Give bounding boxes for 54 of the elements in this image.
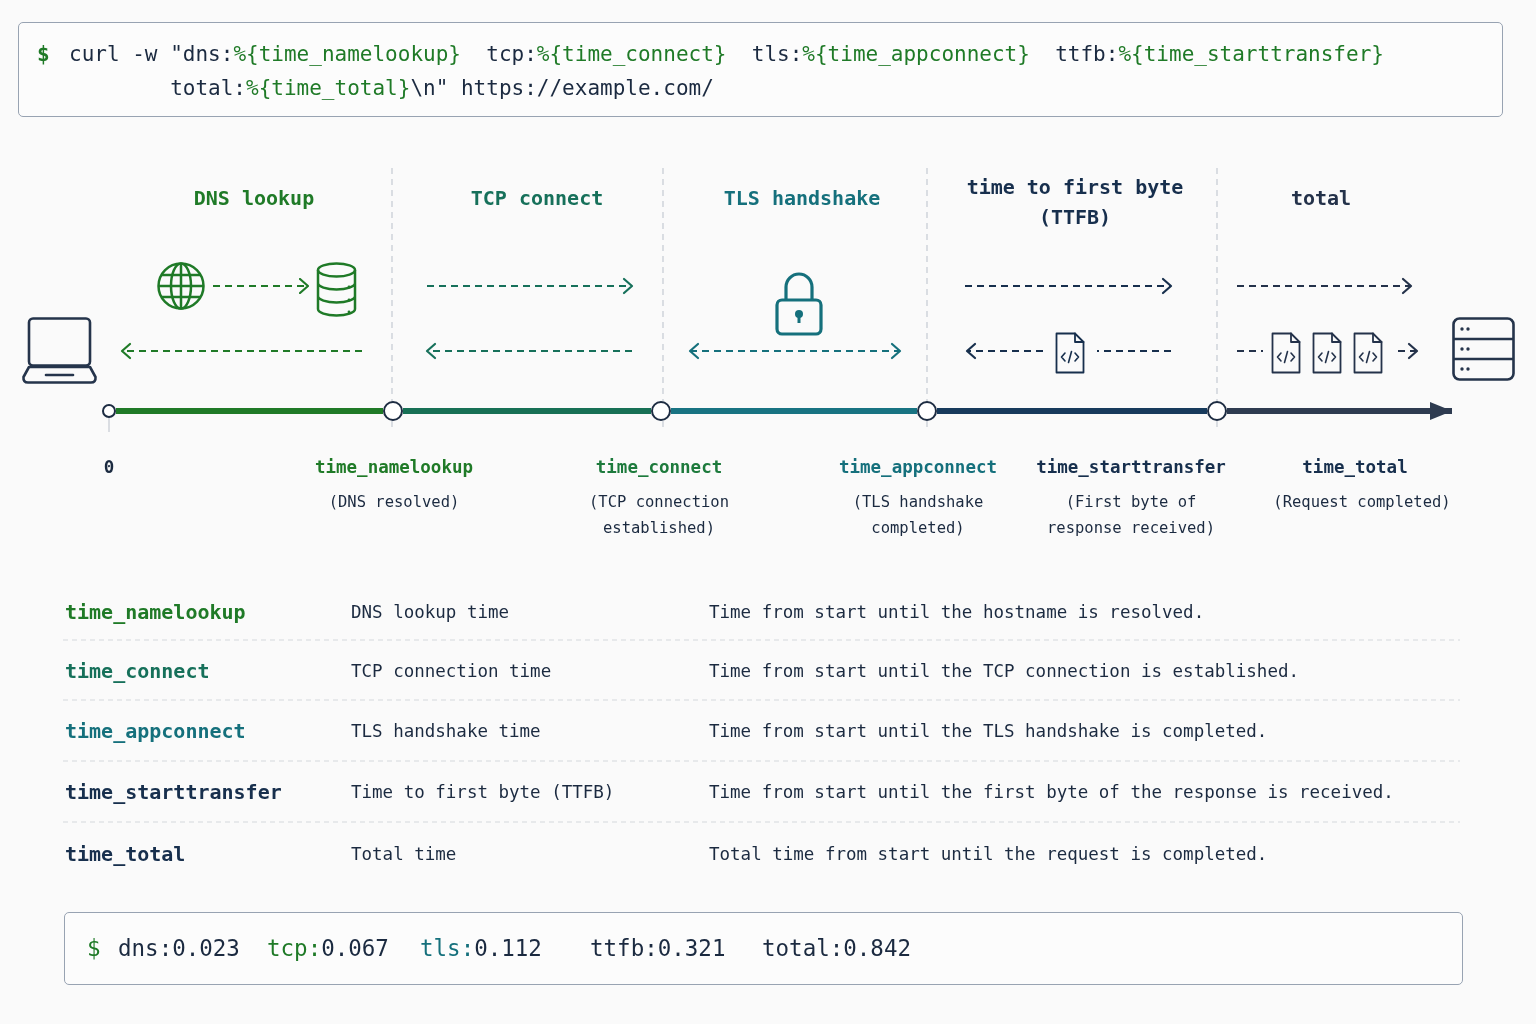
prompt-symbol: $ [87,934,101,963]
metric-name: DNS lookup time [351,601,510,624]
prompt-symbol: $ [37,41,50,68]
metric-name: Total time [351,843,457,866]
arrow [213,277,310,295]
variable-name: time_starttransfer [65,779,282,805]
timeline-marker [102,404,116,418]
database-icon [316,262,357,317]
metric-name: Time to first byte (TTFB) [351,781,615,804]
milestone-note: (Request completed) [1273,492,1451,513]
command-text: curl -w "dns:%{time_namelookup} tcp:%{time_connect} tls:%{time_appconnect} ttfb:%{time_starttransfer} total:%{time_total}\n" https://example.com/ [69,41,1385,102]
timing-value: tls:0.112 [420,934,542,963]
globe-icon [157,261,205,311]
metric-name: TCP connection time [351,660,552,683]
timeline-segment [671,408,917,414]
milestone-note: (DNS resolved) [328,492,460,513]
variable-name: time_namelookup [65,599,246,625]
variable-name: time_appconnect [65,718,246,744]
timeline-segment [937,408,1207,414]
phase-heading: time to first byte (TTFB) [965,174,1185,231]
milestone-label: 0 [103,456,115,478]
timing-value: dns:0.023 [118,934,240,963]
output-panel [64,912,1463,985]
milestone-label: time_connect [595,456,723,478]
milestone-note: (First byte of response received) [1046,492,1216,539]
variable-name: time_connect [65,658,210,684]
server-icon [1452,317,1515,381]
timing-value: tcp:0.067 [267,934,389,963]
metric-description: Time from start until the TCP connection is established. [709,660,1299,683]
timing-value: ttfb:0.321 [590,934,726,963]
milestone-label: time_total [1302,456,1408,478]
milestone-note: (TCP connection established) [588,492,730,539]
timeline-marker [917,401,937,421]
milestone-label: time_starttransfer [1036,456,1226,478]
command-panel [18,22,1503,117]
metric-description: Time from start until the hostname is resolved. [709,601,1205,624]
phase-heading: TCP connect [470,185,604,212]
variable-name: time_total [65,841,186,867]
metric-name: TLS handshake time [351,720,541,743]
timeline-marker [383,401,403,421]
phase-heading: DNS lookup [193,185,315,212]
timeline-marker [1207,401,1227,421]
phase-heading: total [1290,185,1352,212]
milestone-label: time_appconnect [839,456,997,478]
metric-description: Total time from start until the request is completed. [709,843,1268,866]
timeline-segment [116,408,383,414]
timing-value: total:0.842 [762,934,911,963]
timeline-marker [651,401,671,421]
timeline-segment [403,408,651,414]
phase-heading: TLS handshake [723,185,881,212]
milestone-label: time_namelookup [315,456,473,478]
metric-description: Time from start until the TLS handshake is completed. [709,720,1268,743]
metric-description: Time from start until the first byte of the response is received. [709,781,1394,804]
milestone-note: (TLS handshake completed) [851,492,985,539]
